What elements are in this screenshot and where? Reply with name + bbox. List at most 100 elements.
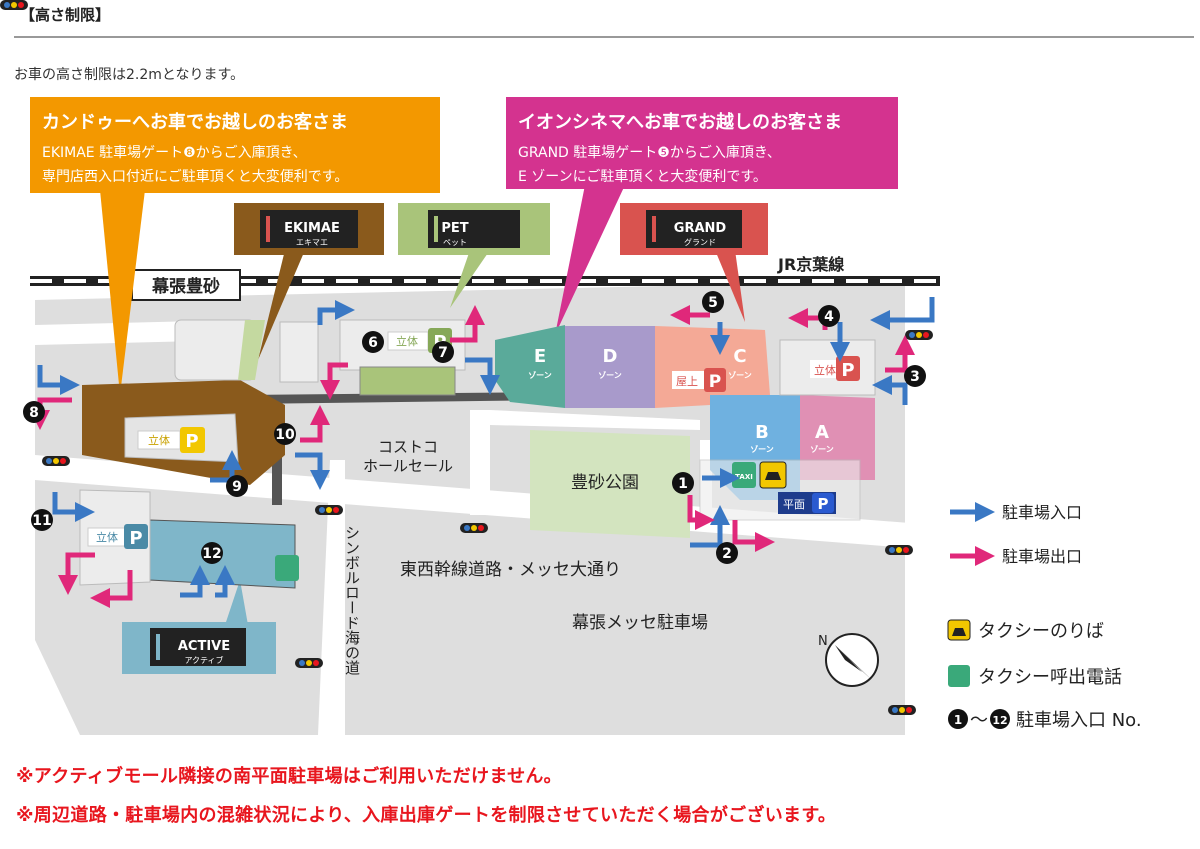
station-label: 幕張豊砂: [131, 269, 241, 301]
svg-text:ゾーン: ゾーン: [598, 370, 622, 380]
zone-labels: E ゾーン D ゾーン C ゾーン B ゾーン A ゾーン: [528, 346, 834, 454]
note-gate-restriction: ※周辺道路・駐車場内の混雑状況により、入庫出庫ゲートを制限させていただく場合がご…: [16, 805, 837, 826]
svg-text:EKIMAE: EKIMAE: [284, 221, 340, 236]
svg-text:12: 12: [202, 546, 221, 562]
height-limit-text: お車の高さ制限は2.2mとなります。: [14, 67, 245, 83]
svg-text:3: 3: [910, 369, 920, 385]
ekimae-annex: [174, 319, 319, 383]
svg-text:P: P: [709, 372, 721, 392]
svg-text:駐車場入口: 駐車場入口: [1002, 503, 1082, 522]
svg-text:4: 4: [824, 309, 834, 325]
svg-text:6: 6: [368, 335, 378, 351]
svg-text:屋上: 屋上: [676, 375, 698, 388]
svg-text:E: E: [534, 346, 546, 367]
svg-text:ACTIVE: ACTIVE: [178, 639, 230, 654]
taxi-phone-icon: TAXI: [732, 462, 756, 488]
section-divider: [14, 36, 1194, 38]
legend-gate-no: 1 〜 12 駐車場入口 No.: [948, 709, 1142, 731]
notes: ※アクティブモール隣接の南平面駐車場はご利用いただけません。 ※周辺道路・駐車場…: [16, 762, 836, 840]
svg-text:ペット: ペット: [443, 238, 467, 247]
traffic-lights: [0, 0, 933, 715]
tag-grand: GRAND グランド: [620, 203, 768, 322]
svg-text:N: N: [818, 634, 828, 649]
toyosuna-park: 豊砂公園: [530, 430, 690, 538]
compass: N: [818, 633, 879, 687]
callout-candoo: カンドゥーへお車でお越しのお客さま EKIMAE 駐車場ゲート❽からご入庫頂き、…: [30, 97, 440, 395]
svg-text:タクシーのりば: タクシーのりば: [978, 621, 1104, 642]
heimen-parking-sign: 平面 P: [778, 492, 836, 514]
svg-text:TAXI: TAXI: [735, 473, 753, 481]
svg-text:アクティブ: アクティブ: [184, 655, 223, 665]
svg-text:P: P: [185, 431, 198, 452]
svg-text:ゾーン: ゾーン: [528, 370, 552, 380]
svg-text:ゾーン: ゾーン: [750, 444, 774, 454]
svg-text:GRAND 駐車場ゲート❺からご入庫頂き、: GRAND 駐車場ゲート❺からご入庫頂き、: [518, 144, 781, 161]
svg-text:〜: 〜: [970, 710, 988, 731]
svg-text:P: P: [841, 360, 854, 381]
legend-taxi-stand: タクシーのりば: [947, 619, 1104, 642]
symbol-road-label: シンボルロード海の道: [343, 525, 361, 675]
svg-text:9: 9: [232, 479, 242, 495]
grand-tachi-sign: 立体 P: [810, 356, 860, 381]
svg-text:平面: 平面: [783, 498, 805, 511]
tag-ekimae: EKIMAE エキマエ: [234, 203, 384, 360]
svg-text:5: 5: [708, 295, 718, 311]
legend: 駐車場入口 駐車場出口 タクシーのりば タクシー呼出電話 1 〜 12 駐車場入…: [947, 502, 1142, 731]
section-title: 【高さ制限】: [20, 6, 111, 24]
svg-text:ホールセール: ホールセール: [363, 457, 453, 475]
tag-pet: PET ペット: [398, 203, 550, 308]
svg-text:7: 7: [438, 345, 448, 361]
svg-text:1: 1: [678, 476, 688, 492]
svg-text:10: 10: [275, 427, 295, 443]
svg-text:EKIMAE 駐車場ゲート❽からご入庫頂き、: EKIMAE 駐車場ゲート❽からご入庫頂き、: [42, 144, 307, 161]
svg-text:駐車場入口 No.: 駐車場入口 No.: [1016, 710, 1142, 731]
parking-map: 幕張豊砂 JR京葉線 カンドゥーへお車でお越しのお客さま EKIMAE 駐車場ゲ…: [0, 0, 1142, 735]
svg-text:GRAND: GRAND: [674, 221, 727, 236]
east-west-road-label: 東西幹線道路・メッセ大通り: [400, 559, 621, 580]
svg-text:ゾーン: ゾーン: [810, 444, 834, 454]
svg-text:駐車場出口: 駐車場出口: [1002, 547, 1082, 566]
legend-taxi-phone: タクシー呼出電話: [948, 665, 1122, 688]
svg-text:カンドゥーへお車でお越しのお客さま: カンドゥーへお車でお越しのお客さま: [42, 111, 348, 133]
callout-cinema: イオンシネマへお車でお越しのお客さま GRAND 駐車場ゲート❺からご入庫頂き、…: [506, 97, 898, 335]
rail-line-label: JR京葉線: [777, 255, 844, 274]
svg-text:豊砂公園: 豊砂公園: [571, 473, 639, 493]
exit-arrows: [30, 305, 915, 608]
tag-active: ACTIVE アクティブ: [122, 580, 276, 674]
svg-text:立体: 立体: [148, 433, 170, 447]
svg-text:12: 12: [992, 714, 1007, 727]
svg-text:C: C: [733, 346, 746, 367]
svg-text:立体: 立体: [814, 363, 836, 377]
note-south-parking: ※アクティブモール隣接の南平面駐車場はご利用いただけません。: [16, 766, 562, 787]
svg-text:幕張豊砂: 幕張豊砂: [151, 276, 220, 297]
svg-text:2: 2: [722, 546, 732, 562]
zone-e: [495, 325, 565, 408]
svg-text:グランド: グランド: [684, 237, 716, 247]
svg-text:11: 11: [32, 513, 51, 529]
svg-text:1: 1: [954, 713, 962, 727]
svg-text:B: B: [755, 422, 769, 443]
svg-text:コストコ: コストコ: [378, 438, 438, 456]
legend-exit: 駐車場出口: [950, 546, 1082, 566]
entrance-arrows: [37, 297, 935, 598]
svg-text:タクシー呼出電話: タクシー呼出電話: [978, 667, 1122, 688]
svg-text:D: D: [603, 346, 618, 367]
svg-text:ゾーン: ゾーン: [728, 370, 752, 380]
svg-text:E ゾーンにご駐車頂くと大変便利です。: E ゾーンにご駐車頂くと大変便利です。: [518, 168, 767, 185]
messe-parking-label: 幕張メッセ駐車場: [572, 613, 708, 633]
gate-badges: 1 2 3 4 5 6 7 8 9 10 11 12: [23, 291, 926, 564]
svg-text:イオンシネマへお車でお越しのお客さま: イオンシネマへお車でお越しのお客さま: [518, 111, 842, 133]
svg-text:8: 8: [29, 405, 39, 421]
svg-text:P: P: [129, 528, 142, 549]
legend-entrance: 駐車場入口: [950, 502, 1082, 522]
svg-text:立体: 立体: [96, 530, 118, 544]
taxi-stand-icon: [759, 461, 787, 489]
rooftop-parking-sign: 屋上 P: [672, 368, 726, 392]
svg-text:専門店西入口付近にご駐車頂くと大変便利です。: 専門店西入口付近にご駐車頂くと大変便利です。: [42, 168, 348, 185]
costco: コストコ ホールセール: [363, 438, 453, 475]
svg-text:A: A: [815, 422, 829, 443]
svg-text:P: P: [818, 495, 829, 513]
zone-d: [565, 326, 655, 408]
svg-text:立体: 立体: [396, 334, 418, 348]
svg-text:エキマエ: エキマエ: [296, 238, 328, 247]
